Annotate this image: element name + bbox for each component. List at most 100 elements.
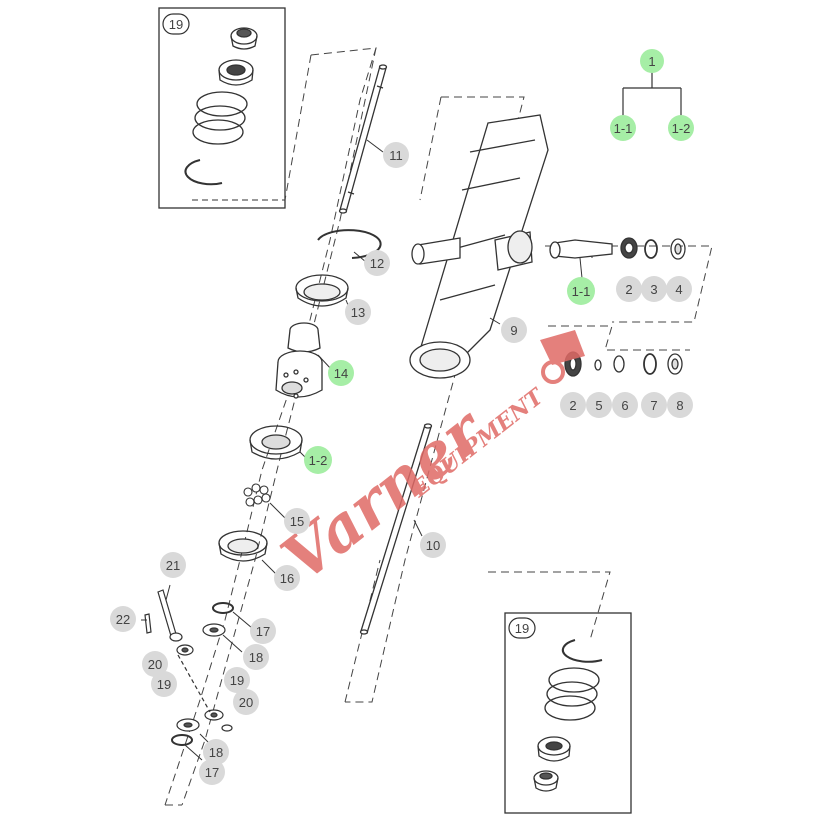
callout-label: 11: [389, 148, 403, 163]
leader-lines: [141, 139, 593, 761]
part-hierarchy-tree: 1 1-1 1-2: [610, 49, 694, 141]
gear-housing-9-part: [409, 114, 549, 379]
callout-badge: [383, 142, 409, 168]
bearing-part: [218, 59, 254, 86]
tractor-icon: [540, 330, 585, 365]
spacer-6-part: [613, 355, 625, 373]
callout-label: 2: [569, 398, 576, 413]
seal-13-part: [295, 274, 349, 307]
callout-badge: [328, 360, 354, 386]
bolt-set-15-part: [243, 483, 271, 507]
lower-right-outline: [548, 325, 690, 351]
shaft-11-part: [338, 64, 388, 214]
callout-badge: [224, 667, 250, 693]
bearing-plate-1-2-part: [249, 425, 303, 460]
callout-badge: [151, 671, 177, 697]
callout-label: 22: [116, 612, 130, 627]
callout-badge: [616, 276, 642, 302]
callout-label: 18: [249, 650, 263, 665]
callout-badge: [501, 317, 527, 343]
seal-cap-part: [533, 770, 559, 792]
tree-root-label: 1: [648, 54, 655, 69]
inset-label: 19: [169, 17, 183, 32]
shim-stack-part: [544, 667, 600, 721]
seal-cap-part: [230, 27, 258, 50]
snap-ring-part: [561, 639, 603, 663]
snap-ring-3-part: [644, 239, 658, 259]
callout-badge: [110, 606, 136, 632]
callout-label: 17: [205, 765, 219, 780]
tree-child-label: 1-1: [614, 121, 633, 136]
o-ring-17-upper-part: [212, 602, 234, 614]
snap-ring-part: [184, 159, 223, 186]
callout-label: 14: [334, 366, 348, 381]
washer-20-upper-part: [169, 632, 183, 642]
callout-badge: [641, 276, 667, 302]
callout-badge: [304, 446, 332, 474]
callout-label: 1-2: [309, 453, 328, 468]
washer-20-lower-part: [221, 724, 233, 732]
callout-label: 19: [157, 677, 171, 692]
inset-bottom-right: 19: [488, 571, 632, 814]
pinion-shaft-1-1-part: [549, 239, 613, 259]
callout-badge: [142, 651, 168, 677]
callout-label: 7: [650, 398, 657, 413]
bearing-2-upper-part: [620, 237, 638, 259]
callout-label: 17: [256, 624, 270, 639]
callout-badge: [250, 618, 276, 644]
inset-top-left: 19: [158, 7, 286, 209]
callout-label: 16: [280, 571, 294, 586]
carrier-14-part: [275, 322, 323, 399]
callout-badge: [284, 508, 310, 534]
tree-root-badge: [640, 49, 664, 73]
callout-badge: [274, 565, 300, 591]
callout-label: 6: [621, 398, 628, 413]
tractor-wheel-icon: [541, 360, 565, 384]
callout-label: 3: [650, 282, 657, 297]
shaft-10-part: [359, 423, 433, 635]
callout-label: 12: [370, 256, 384, 271]
callout-label: 20: [148, 657, 162, 672]
callout-badge: [567, 277, 595, 305]
small-parts-group: [144, 589, 234, 746]
tree-child-badge: [610, 115, 636, 141]
callout-label: 21: [166, 558, 180, 573]
callout-badge: [243, 644, 269, 670]
callout-badge: [667, 392, 693, 418]
shim-stack-part: [192, 91, 248, 145]
callout-label: 8: [676, 398, 683, 413]
tree-child-label: 1-2: [672, 121, 691, 136]
callout-label: 15: [290, 514, 304, 529]
callout-label: 13: [351, 305, 365, 320]
snap-ring-7-part: [643, 353, 657, 375]
inset-label: 19: [515, 621, 529, 636]
callout-label: 1-1: [572, 284, 591, 299]
callout-badge: [560, 392, 586, 418]
callout-label: 5: [595, 398, 602, 413]
callout-label: 4: [675, 282, 682, 297]
callout-badge: [420, 532, 446, 558]
tree-child-badge: [668, 115, 694, 141]
callout-label: 9: [510, 323, 517, 338]
callout-label: 18: [209, 745, 223, 760]
callout-label: 19: [230, 673, 244, 688]
callout-badge: [345, 299, 371, 325]
left-assembly-outline: [164, 47, 377, 806]
callouts: 11 12 13 14 1-2 15 16 17 18 21 22 20 19 …: [110, 142, 693, 785]
callout-badge: [364, 250, 390, 276]
callout-badge: [666, 276, 692, 302]
pin-22-part: [144, 613, 152, 634]
callout-badge: [199, 759, 225, 785]
callout-badge: [641, 392, 667, 418]
callout-badge: [160, 552, 186, 578]
spacer-5-part: [594, 359, 602, 371]
callout-badge: [586, 392, 612, 418]
callout-label: 2: [625, 282, 632, 297]
seal-16-part: [218, 530, 268, 562]
callout-label: 10: [426, 538, 440, 553]
callout-label: 20: [239, 695, 253, 710]
seal-4-part: [670, 238, 686, 260]
callout-badge: [203, 739, 229, 765]
o-ring-17-lower-part: [171, 734, 193, 746]
